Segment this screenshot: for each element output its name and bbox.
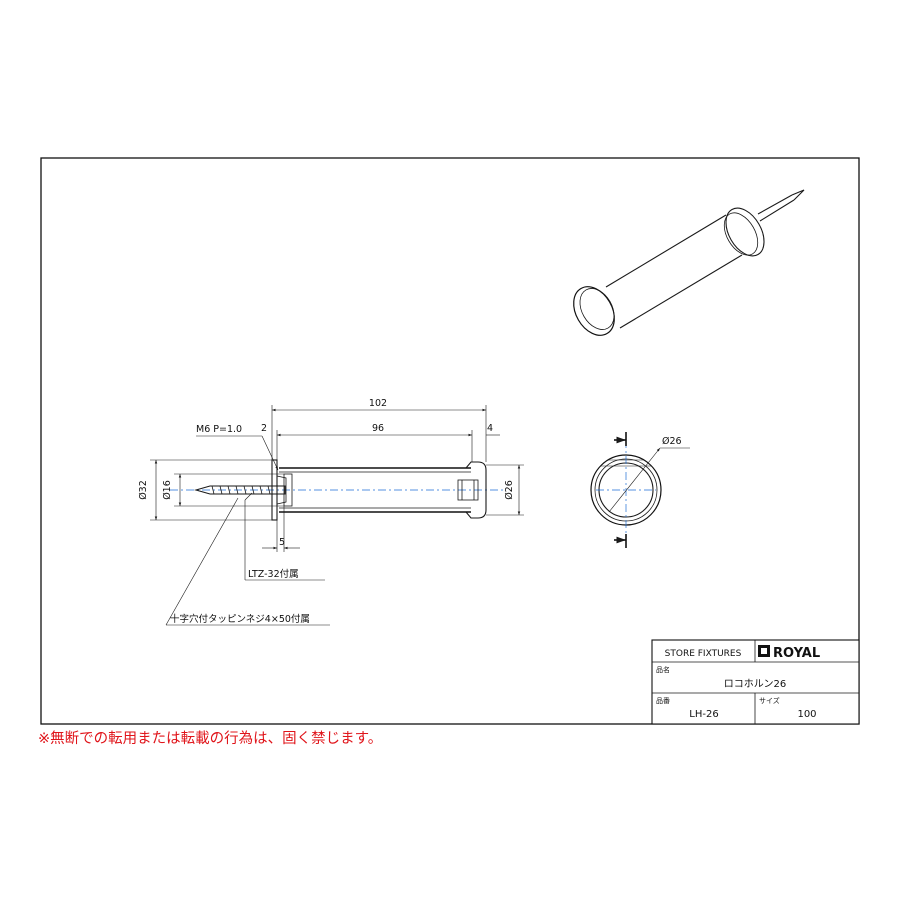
thread-spec: M6 P=1.0 xyxy=(196,424,242,435)
callout-screw: 十字穴付タッピンネジ4×50付属 xyxy=(170,613,310,625)
dim-dia-flange: Ø32 xyxy=(138,480,149,500)
front-view: Ø32 Ø16 Ø26 102 96 2 4 M6 P=1.0 xyxy=(138,398,524,626)
isometric-view xyxy=(573,189,805,336)
dim-tube: 96 xyxy=(372,423,384,434)
product-name: ロコホルン26 xyxy=(724,678,787,690)
dim-overall: 102 xyxy=(369,398,387,409)
copyright-notice: ※無断での転用または転載の行為は、固く禁じます。 xyxy=(38,731,383,747)
title-block: STORE FIXTURES ROYAL 品名 ロコホルン26 品番 LH-26… xyxy=(651,639,860,725)
dim-offset: 5 xyxy=(279,537,285,548)
royal-logo: ROYAL xyxy=(758,645,820,661)
dim-flange-right: 4 xyxy=(487,423,493,434)
dim-section-dia: Ø26 xyxy=(662,436,682,447)
dim-dia-bracket: Ø16 xyxy=(162,480,173,500)
section-view: Ø26 xyxy=(590,432,690,548)
product-size: 100 xyxy=(797,709,816,720)
product-code: LH-26 xyxy=(689,709,718,720)
name-label: 品名 xyxy=(656,665,670,674)
size-label: サイズ xyxy=(759,696,780,705)
brand-name: ROYAL xyxy=(773,646,820,661)
dim-dia-tube: Ø26 xyxy=(504,480,515,500)
callout-washer: LTZ-32付属 xyxy=(248,569,299,580)
title-category: STORE FIXTURES xyxy=(665,649,742,659)
dim-flange-left: 2 xyxy=(261,423,267,434)
drawing-frame xyxy=(40,157,860,725)
code-label: 品番 xyxy=(656,697,670,705)
